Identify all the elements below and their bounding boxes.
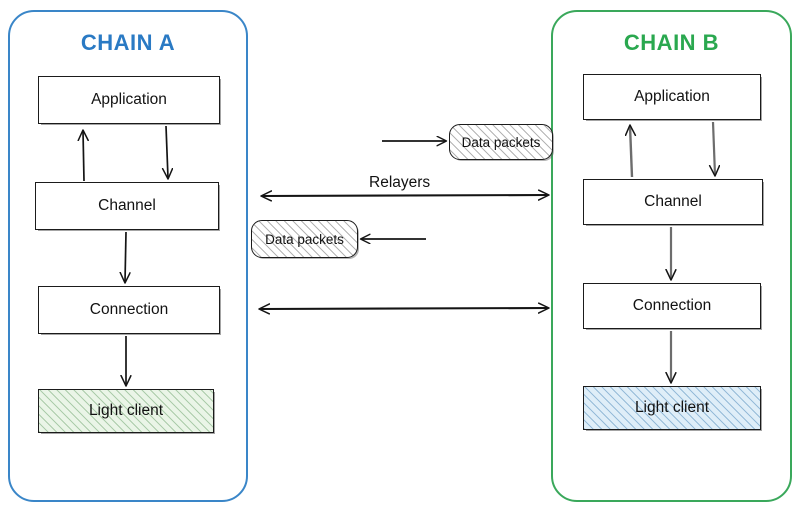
chain-b-channel-label: Channel xyxy=(644,193,702,210)
data-packets-bottom-label: Data packets xyxy=(265,231,344,247)
chain-b-channel-box[interactable]: Channel xyxy=(583,179,763,225)
chain-b-connection-box[interactable]: Connection xyxy=(583,283,761,329)
chain-a-title: CHAIN A xyxy=(80,30,176,55)
chain-b-application-box[interactable]: Application xyxy=(583,74,761,120)
chain-a-light-client-label: Light client xyxy=(88,402,164,419)
relayers-bidirectional-arrow xyxy=(262,195,548,196)
chain-a-connection-box[interactable]: Connection xyxy=(38,286,220,334)
chain-b-light-client-box[interactable]: Light client xyxy=(583,386,761,430)
chain-a-channel-label: Channel xyxy=(98,197,156,214)
chain-a-channel-box[interactable]: Channel xyxy=(35,182,219,230)
chain-b-application-label: Application xyxy=(634,88,710,105)
data-packets-bottom-box[interactable]: Data packets xyxy=(251,220,358,258)
chain-b-connection-label: Connection xyxy=(632,297,712,314)
relayers-label: Relayers xyxy=(369,174,431,191)
chain-a-connection-label: Connection xyxy=(89,301,169,318)
chain-a-application-label: Application xyxy=(91,91,167,108)
chain-b-light-client-label: Light client xyxy=(634,399,710,416)
data-packets-top-label: Data packets xyxy=(461,134,541,150)
connection-bidirectional-arrow xyxy=(260,308,548,309)
chain-a-application-box[interactable]: Application xyxy=(38,76,220,124)
chain-a-light-client-box[interactable]: Light client xyxy=(38,389,214,433)
data-packets-top-box[interactable]: Data packets xyxy=(449,124,553,160)
chain-b-title: CHAIN B xyxy=(623,30,720,55)
